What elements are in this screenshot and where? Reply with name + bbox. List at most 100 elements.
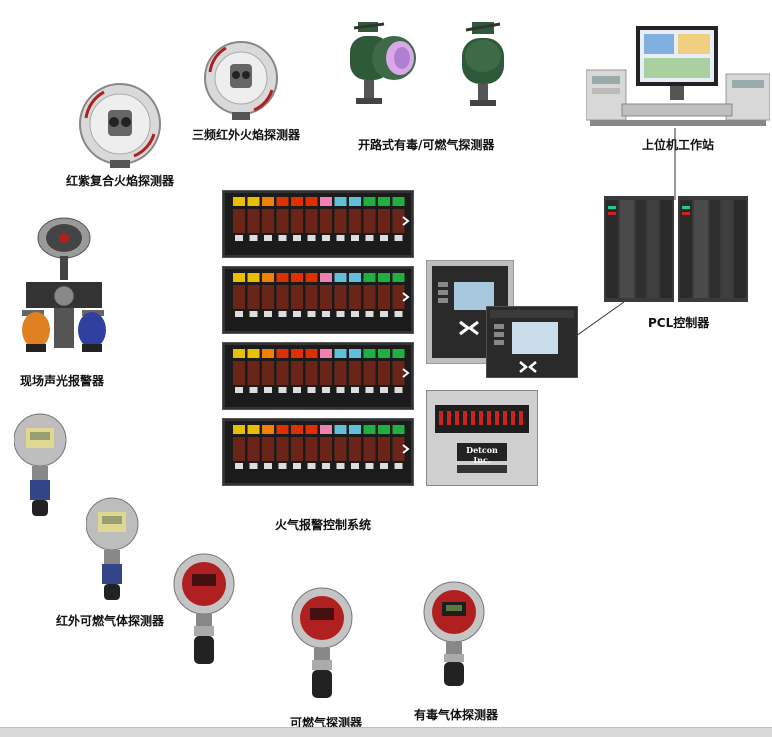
module-body xyxy=(247,209,260,233)
module-body xyxy=(247,285,260,309)
module-indicator xyxy=(233,273,245,282)
combustible-gas-detector-2 xyxy=(290,586,354,704)
module-body xyxy=(233,437,245,461)
open-path-detector-receiver xyxy=(456,16,512,113)
module-button xyxy=(365,235,374,241)
module-body xyxy=(378,361,390,385)
module-button xyxy=(322,387,330,393)
ir-gas-label: 红外可燃气体探测器 xyxy=(56,614,165,628)
module-body xyxy=(262,437,274,461)
module-button xyxy=(249,463,258,469)
module-body xyxy=(291,437,303,461)
module-button xyxy=(235,463,243,469)
module-indicator xyxy=(349,197,361,206)
plc-controller-1 xyxy=(604,196,674,302)
module-indicator xyxy=(349,273,361,282)
module-indicator xyxy=(262,273,274,282)
module-body xyxy=(349,285,361,309)
module-button xyxy=(336,463,345,469)
module-body xyxy=(349,361,361,385)
module-indicator xyxy=(262,197,274,206)
combustible-gas-detector-1 xyxy=(172,552,236,670)
module-indicator xyxy=(233,349,245,358)
module-indicator xyxy=(276,197,289,206)
module-indicator xyxy=(320,273,332,282)
module-indicator xyxy=(378,197,390,206)
control-rack-3 xyxy=(222,342,414,410)
module-indicator xyxy=(291,349,303,358)
module-body xyxy=(334,285,347,309)
module-button xyxy=(322,235,330,241)
ir-gas-detector-1 xyxy=(13,408,68,520)
module-indicator xyxy=(378,425,390,434)
control-rack-4 xyxy=(222,418,414,486)
bottom-scrollbar[interactable] xyxy=(0,727,772,737)
rack-handle xyxy=(402,216,410,226)
module-body xyxy=(291,209,303,233)
module-body xyxy=(349,437,361,461)
detcon-panel: Detcon Inc. xyxy=(426,390,538,486)
module-button xyxy=(264,387,272,393)
module-button xyxy=(336,235,345,241)
module-body xyxy=(262,361,274,385)
module-body xyxy=(363,437,376,461)
plc-controller-2 xyxy=(678,196,748,302)
control-system-label: 火气报警控制系统 xyxy=(275,518,372,532)
module-body xyxy=(378,209,390,233)
module-button xyxy=(351,387,359,393)
module-button xyxy=(307,235,316,241)
module-body xyxy=(363,209,376,233)
module-indicator xyxy=(247,349,260,358)
module-button xyxy=(322,311,330,317)
rack-handle xyxy=(402,368,410,378)
module-body xyxy=(320,361,332,385)
module-indicator xyxy=(320,349,332,358)
alarm-label: 现场声光报警器 xyxy=(20,374,105,388)
module-body xyxy=(262,209,274,233)
module-button xyxy=(293,387,301,393)
module-body xyxy=(334,209,347,233)
module-body xyxy=(233,285,245,309)
module-body xyxy=(276,437,289,461)
module-indicator xyxy=(320,197,332,206)
module-button xyxy=(293,463,301,469)
module-body xyxy=(320,437,332,461)
module-button xyxy=(278,463,287,469)
module-body xyxy=(233,209,245,233)
module-body xyxy=(276,361,289,385)
control-panel-front xyxy=(485,305,579,379)
module-button xyxy=(394,463,403,469)
module-body xyxy=(276,285,289,309)
module-indicator xyxy=(276,273,289,282)
module-body xyxy=(247,361,260,385)
ir-gas-detector-2 xyxy=(85,492,140,604)
module-indicator xyxy=(334,197,347,206)
module-body xyxy=(305,285,318,309)
module-button xyxy=(264,463,272,469)
module-body xyxy=(392,361,405,385)
module-indicator xyxy=(305,425,318,434)
workstation-illustration xyxy=(585,24,771,128)
module-indicator xyxy=(276,425,289,434)
detcon-brand-text: Detcon Inc. xyxy=(466,445,498,465)
module-body xyxy=(378,285,390,309)
module-body xyxy=(262,285,274,309)
module-button xyxy=(307,463,316,469)
module-button xyxy=(235,311,243,317)
module-indicator xyxy=(378,273,390,282)
module-indicator xyxy=(262,425,274,434)
module-button xyxy=(307,387,316,393)
module-button xyxy=(380,311,388,317)
module-indicator xyxy=(392,197,405,206)
rack-handle xyxy=(402,292,410,302)
module-button xyxy=(293,311,301,317)
module-button xyxy=(322,463,330,469)
module-indicator xyxy=(291,273,303,282)
workstation-label: 上位机工作站 xyxy=(642,138,715,152)
module-button xyxy=(351,463,359,469)
module-indicator xyxy=(363,349,376,358)
module-indicator xyxy=(392,349,405,358)
module-body xyxy=(349,209,361,233)
module-indicator xyxy=(247,197,260,206)
module-body xyxy=(392,209,405,233)
